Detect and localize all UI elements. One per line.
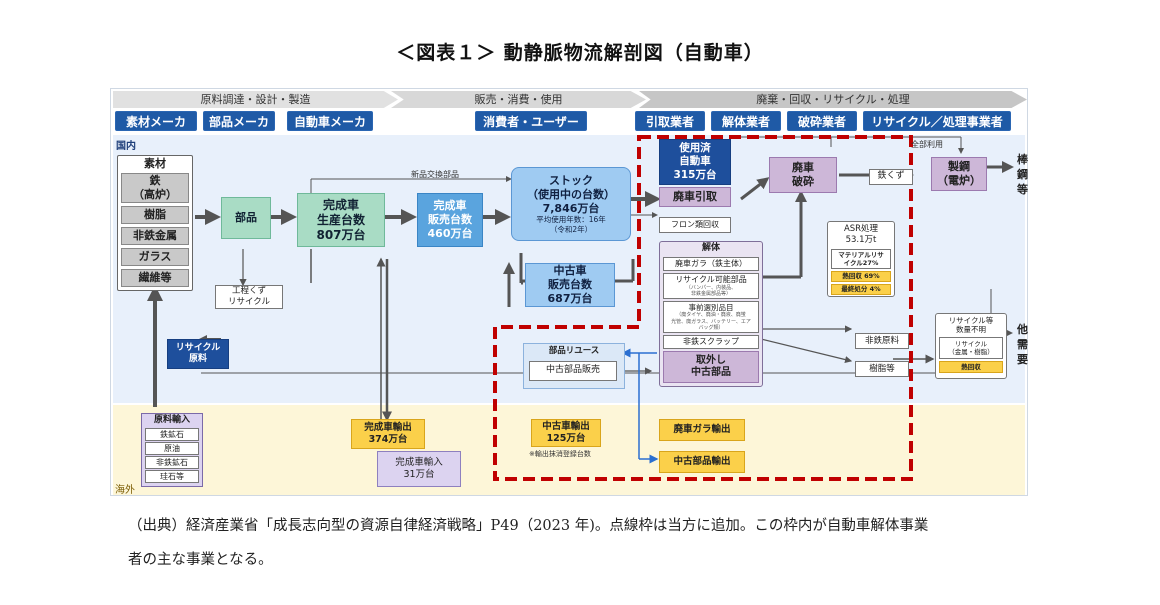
dismantle-header: 解体 [701,243,720,254]
import-silica: 珪石等 [145,470,199,483]
figure-title: ＜図表１＞ 動静脈物流解剖図（自動車） [396,42,764,64]
asr-final-disposal: 最終処分 4% [831,284,891,295]
actor-recycler: リサイクル／処理事業者 [863,111,1011,131]
caption-line-2: 者の主な事業となる。 [128,552,273,568]
actor-consumer: 消費者・ユーザー [475,111,587,131]
nonferrous-scrap-box: 非鉄スクラップ [663,335,759,349]
actor-dismantler: 解体業者 [711,111,781,131]
materials-header: 素材 [144,157,166,171]
freon-box: フロン類回収 [659,217,731,233]
used-car-export-note: ※輸出抹消登録台数 [529,450,591,458]
actor-material-maker: 素材メーカ [115,111,197,131]
new-car-export-box: 完成車輸出 374万台 [351,419,425,449]
pre-sorted-box: 事前選別品目 （廃タイヤ、廃油・廃液、廃蛍 光管、廃ガラス、バッテリー、エア バ… [663,301,759,333]
asr-material-recycle: マテリアルリサ イクル27% [831,249,891,269]
newparts-label: 新品交換部品 [411,170,459,179]
iron-scrap-box: 鉄くず [869,169,913,185]
phase-chevron-3: 廃棄・回収・リサイクル・処理 [639,91,1027,108]
scrap-box: 工程くず リサイクル [215,285,283,309]
used-car-box: 中古車 販売台数 687万台 [525,263,615,307]
production-box: 完成車 生産台数 807万台 [297,193,385,247]
caption-line-1: （出典）経済産業省「成長志向型の資源自律経済戦略」P49（2023 年)。点線枠… [128,518,929,534]
used-parts-export-box: 中古部品輸出 [659,451,745,473]
reusable-parts-title: リサイクル可能部品 [675,274,747,284]
stock-box: ストック （使用中の台数） 7,846万台 平均使用年数：16年 （令和2年） [511,167,631,241]
collection-box: 廃車引取 [659,187,731,207]
actor-collector: 引取業者 [635,111,705,131]
reusable-parts-sub: （バンパー、内装品、 非鉄金属部品等） [685,284,737,297]
stock-title: ストック （使用中の台数） 7,846万台 [527,174,615,215]
pre-sorted-sub: （廃タイヤ、廃油・廃液、廃蛍 光管、廃ガラス、バッテリー、エア バッグ類） [671,312,751,331]
gara-export-box: 廃車ガラ輸出 [659,419,745,441]
actor-parts-maker: 部品メーカ [203,111,275,131]
actor-shredder: 破砕業者 [787,111,857,131]
material-fiber: 繊維等 [121,269,189,287]
overseas-label: 海外 [115,485,135,496]
used-parts-sales-box: 中古部品販売 [529,361,617,381]
stock-note: 平均使用年数：16年 （令和2年） [536,215,606,234]
asr-heat-recovery: 熱回収 69% [831,271,891,282]
shred-box: 廃車 破砕 [769,157,837,193]
parts-box: 部品 [221,197,271,239]
full-use-label: 全部利用 [911,140,943,149]
reusable-parts-box: リサイクル可能部品 （バンパー、内装品、 非鉄金属部品等） [663,273,759,299]
recycle-metal-resin: リサイクル （金属・樹脂） [939,337,1003,359]
pre-sorted-title: 事前選別品目 [688,302,734,312]
material-resin: 樹脂 [121,206,189,224]
import-crude-oil: 原油 [145,442,199,455]
import-raw-header: 原料輸入 [153,414,190,425]
resin-box: 樹脂等 [855,361,909,377]
other-demand-label: 他 需 要 [1017,323,1028,366]
actor-car-maker: 自動車メーカ [287,111,373,131]
phase-chevron-1: 原料調達・設計・製造 [113,91,398,108]
used-car-export-box: 中古車輸出 125万台 [531,419,601,447]
parts-reuse-label: 部品リユース [548,345,600,356]
material-glass: ガラス [121,248,189,266]
eol-vehicle-box: 使用済 自動車 315万台 [659,139,731,185]
bar-steel-label: 棒 鋼 等 [1017,153,1028,196]
steelmaking-box: 製鋼 （電炉） [931,157,987,191]
material-nonferrous: 非鉄金属 [121,227,189,245]
phase-chevron-2: 販売・消費・使用 [391,91,646,108]
sales-box: 完成車 販売台数 460万台 [417,193,483,247]
import-nonferrous-ore: 非鉄鉱石 [145,456,199,469]
recycle-material-box: リサイクル 原料 [167,339,229,369]
recycle-heat-recovery: 熱回収 [939,361,1003,373]
gara-box: 廃車ガラ（鉄主体） [663,257,759,271]
asr-title: ASR処理 53.1万t [843,224,879,245]
diagram: 原料調達・設計・製造 販売・消費・使用 廃棄・回収・リサイクル・処理 素材メーカ… [110,88,1028,496]
material-iron: 鉄 （高炉） [121,173,189,203]
nonferrous-raw-box: 非鉄原料 [855,333,909,349]
import-iron-ore: 鉄鉱石 [145,428,199,441]
new-car-import-box: 完成車輸入 31万台 [377,451,461,487]
recycle-other-title: リサイクル等 数量不明 [948,315,994,334]
domestic-label: 国内 [116,141,136,152]
removed-parts-box: 取外し 中古部品 [663,351,759,383]
